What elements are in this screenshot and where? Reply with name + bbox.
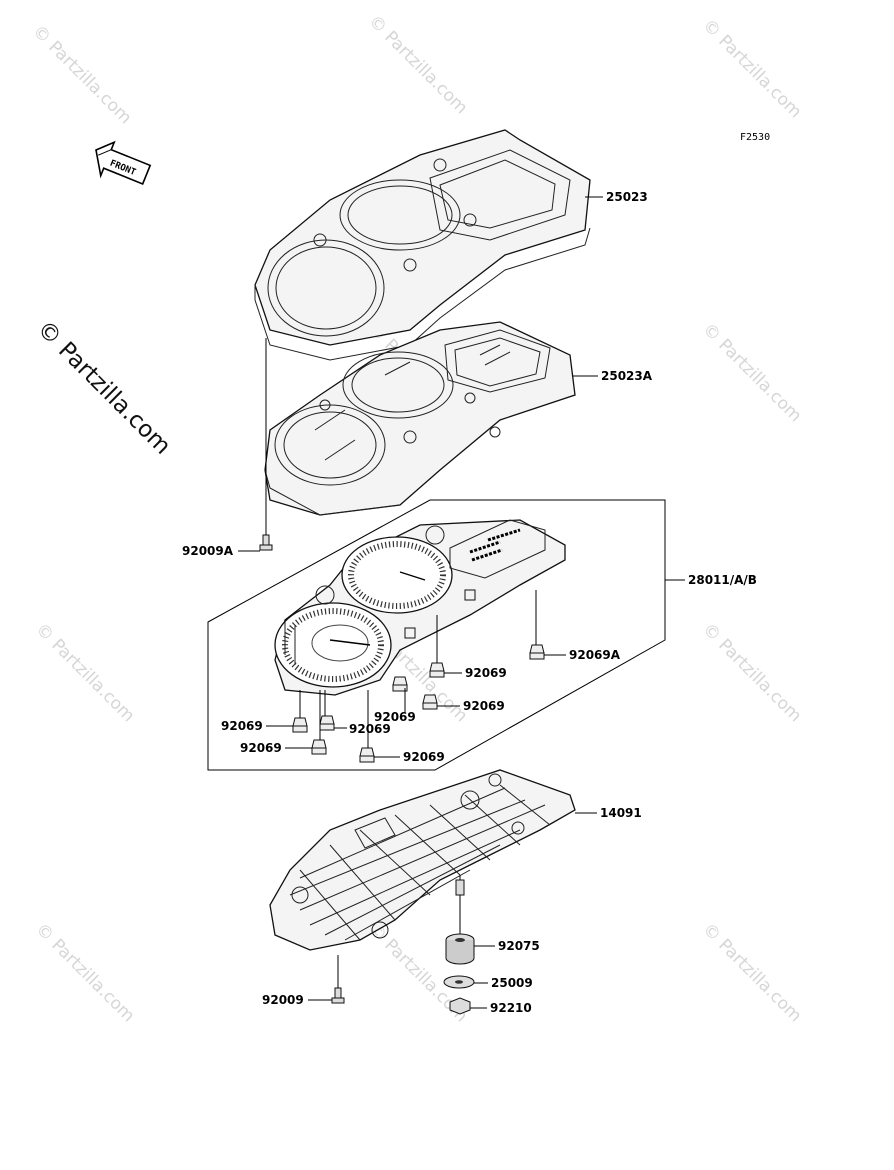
callout-92069a: 92069A bbox=[569, 648, 621, 662]
callout-92069: 92069 bbox=[221, 719, 263, 733]
meter-assembly-box bbox=[207, 499, 666, 771]
meter-assembly-28011 bbox=[274, 519, 566, 696]
front-arrow-icon: FRONT bbox=[95, 140, 152, 185]
watermark: © Partzilla.com bbox=[364, 11, 471, 118]
watermark: © Partzilla.com bbox=[698, 619, 805, 726]
nuts bbox=[292, 644, 545, 763]
watermark: © Partzilla.com bbox=[31, 919, 138, 1026]
callout-labels: 25023 25023A 92009A 28011/A/B 92069A 920… bbox=[182, 190, 757, 1015]
callout-92075: 92075 bbox=[498, 939, 540, 953]
nut-92210 bbox=[449, 997, 471, 1015]
upper-cover-25023 bbox=[254, 129, 591, 361]
watermark: © Partzilla.com bbox=[698, 319, 805, 426]
callout-92069: 92069 bbox=[374, 710, 416, 724]
watermark: © Partzilla.com bbox=[31, 619, 138, 726]
diagram-code: F2530 bbox=[740, 132, 770, 143]
callout-14091: 14091 bbox=[600, 806, 642, 820]
callout-92009a: 92009A bbox=[182, 544, 234, 558]
callout-92069: 92069 bbox=[403, 750, 445, 764]
callout-25023a: 25023A bbox=[601, 369, 653, 383]
callout-92069: 92069 bbox=[240, 741, 282, 755]
callout-92069: 92069 bbox=[349, 722, 391, 736]
watermark: © Partzilla.com bbox=[28, 21, 135, 128]
callout-92069: 92069 bbox=[463, 699, 505, 713]
grommet-92075 bbox=[445, 933, 475, 965]
callout-92069: 92069 bbox=[465, 666, 507, 680]
lower-case-14091 bbox=[269, 769, 576, 951]
callout-25023: 25023 bbox=[606, 190, 648, 204]
callout-92210: 92210 bbox=[490, 1001, 532, 1015]
screw-92009 bbox=[331, 955, 345, 1004]
washer-25009 bbox=[443, 975, 475, 989]
screw-92009a bbox=[259, 338, 273, 551]
lower-cover-25023a bbox=[264, 321, 576, 516]
watermark-large: © Partzilla.com bbox=[32, 316, 176, 460]
callout-92009: 92009 bbox=[262, 993, 304, 1007]
callout-28011: 28011/A/B bbox=[688, 573, 757, 587]
callout-25009: 25009 bbox=[491, 976, 533, 990]
watermark: © Partzilla.com bbox=[698, 919, 805, 1026]
watermark: © Partzilla.com bbox=[698, 15, 805, 122]
leader-lines bbox=[238, 196, 685, 1009]
